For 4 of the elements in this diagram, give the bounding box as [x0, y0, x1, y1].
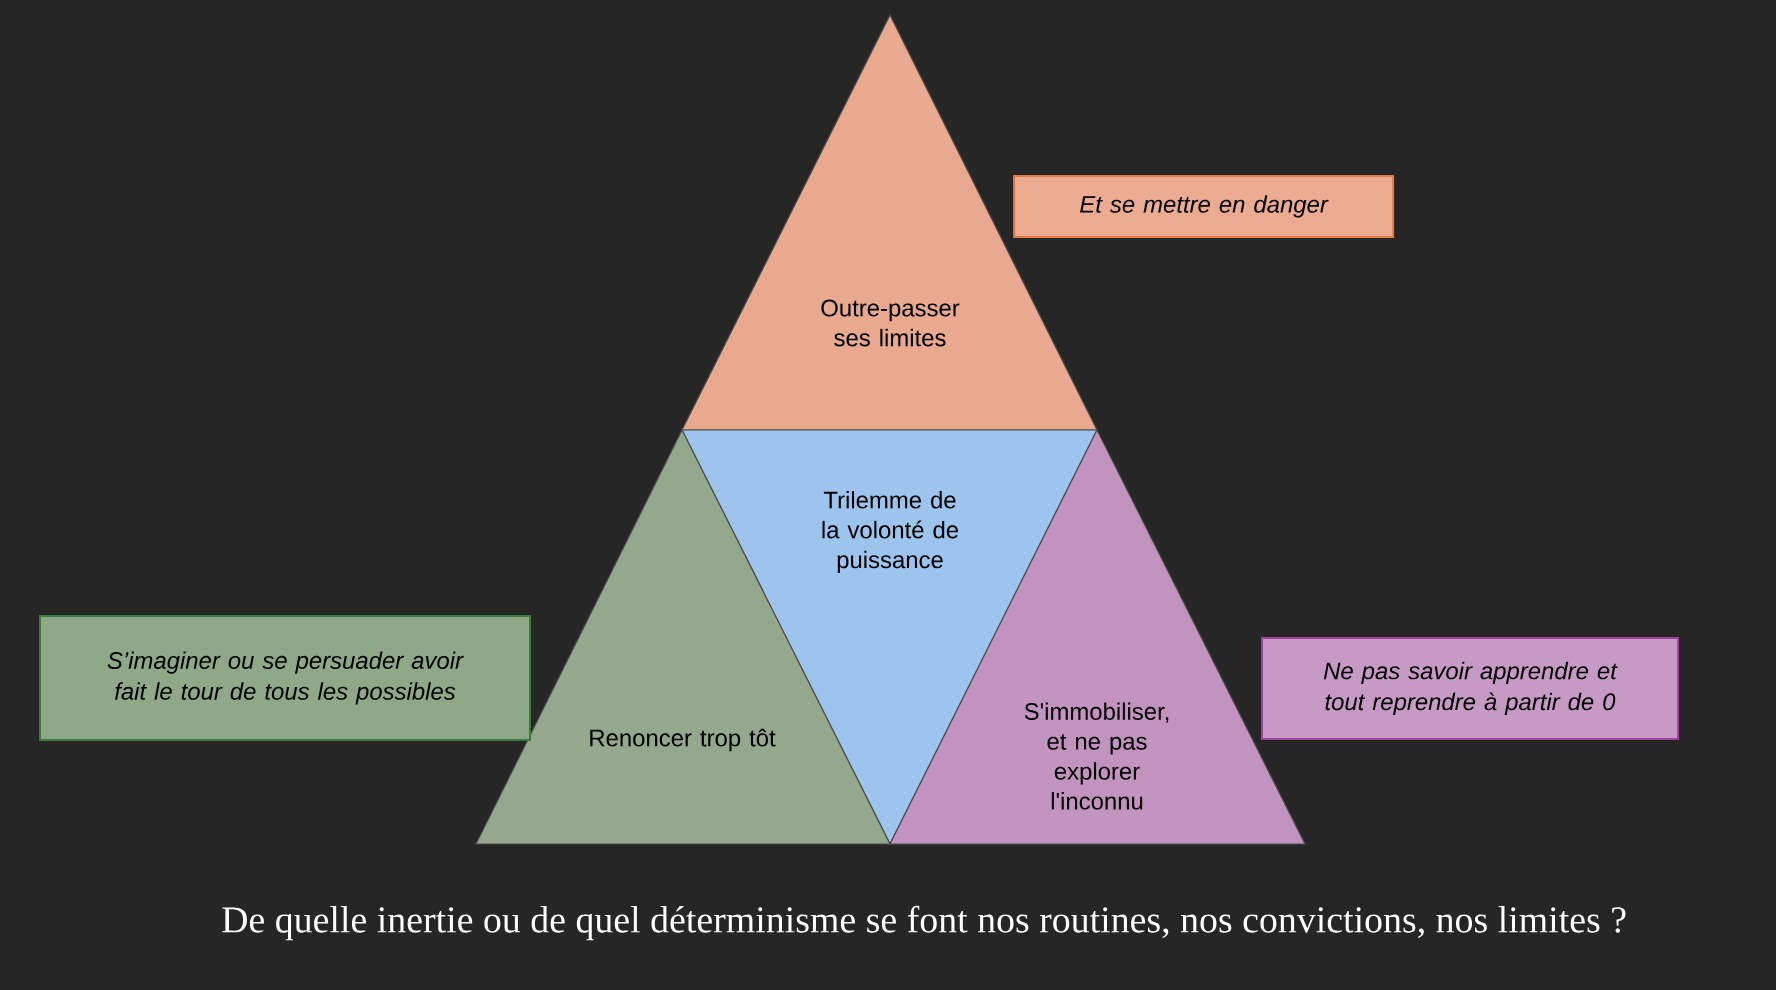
callout-box: Ne pas savoir apprendre et tout reprendre à partir de 0 [1261, 636, 1679, 740]
callout-box: S’imaginer ou se persuader avoir fait le tour de tous les possibles [39, 615, 531, 741]
caption: De quelle inertie ou de quel déterminisme se font nos routines, nos convictions, nos limites ? [222, 905, 1626, 941]
callout-box: Et se mettre en danger [1013, 174, 1395, 238]
